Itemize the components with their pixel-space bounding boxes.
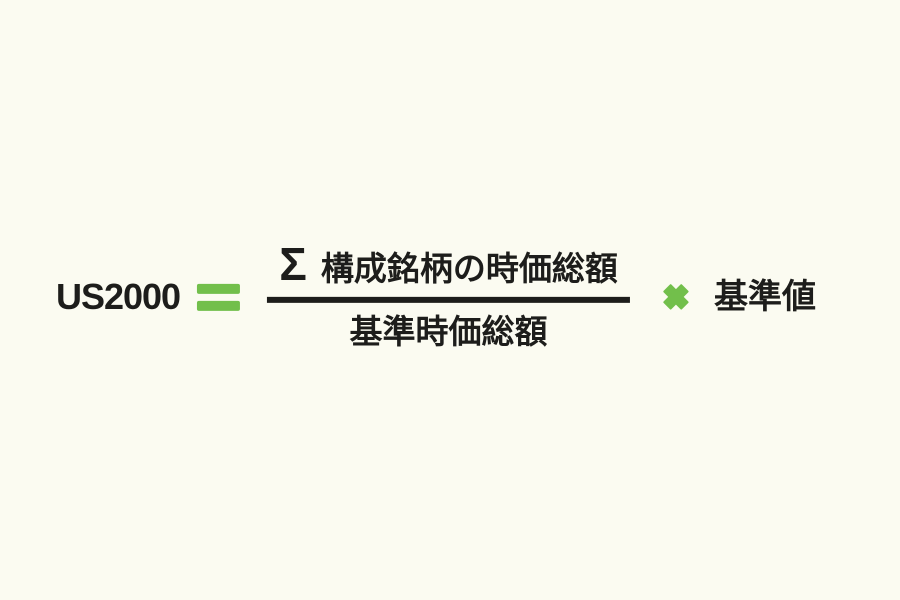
denominator-label: 基準時価総額 — [349, 312, 548, 350]
index-name-label: US2000 — [55, 276, 181, 317]
base-value-label: 基準値 — [714, 278, 817, 316]
multiplication-x-icon — [658, 279, 694, 315]
sigma-symbol: Σ — [279, 237, 307, 290]
numerator-label: 構成銘柄の時価総額 — [320, 249, 618, 287]
equals-bar-bottom — [197, 300, 241, 311]
equals-bar-top — [197, 283, 241, 294]
fraction-numerator: Σ 構成銘柄の時価総額 — [279, 237, 618, 290]
fraction: Σ 構成銘柄の時価総額 基準時価総額 — [267, 237, 631, 350]
equals-icon — [197, 283, 241, 311]
fraction-bar — [267, 296, 631, 303]
index-calculation-formula: US2000 Σ 構成銘柄の時価総額 基準時価総額 基準値 — [55, 237, 817, 350]
